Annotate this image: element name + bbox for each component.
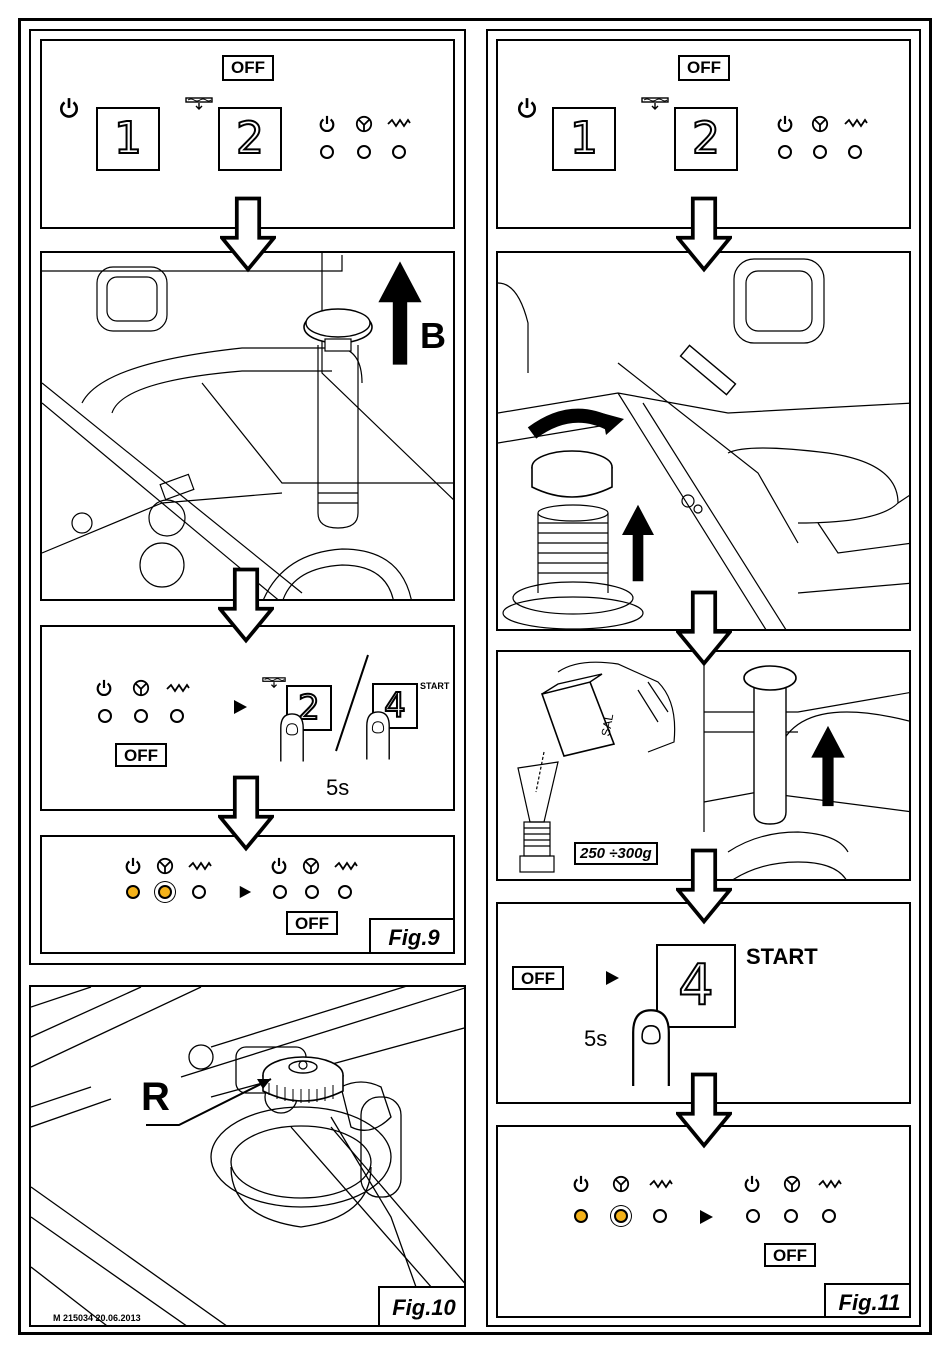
power-icon [516, 97, 538, 119]
led-heat [392, 145, 406, 159]
power-icon [743, 1175, 761, 1193]
arrow-down-icon [676, 1070, 732, 1150]
led-heat [170, 709, 184, 723]
time-label: 5s [326, 775, 349, 801]
led-wash [784, 1209, 798, 1223]
led-power [273, 885, 287, 899]
led-wash [813, 145, 827, 159]
finger-icon [278, 711, 306, 763]
led-heat [848, 145, 862, 159]
led-wash [305, 885, 319, 899]
arrow-down-icon [676, 846, 732, 926]
heat-icon [166, 682, 190, 694]
wash-icon [612, 1175, 630, 1193]
off-label: OFF [678, 55, 730, 81]
led-heat [822, 1209, 836, 1223]
heat-icon [387, 117, 411, 129]
heat-icon [188, 860, 212, 872]
led-wash [134, 709, 148, 723]
power-icon [572, 1175, 590, 1193]
wash-icon [132, 679, 150, 697]
led-wash-blinking [158, 885, 172, 899]
document-reference: M 215034 20.06.2013 [53, 1313, 141, 1323]
fig10-label: Fig.10 [378, 1286, 466, 1327]
arrow-down-icon [676, 588, 732, 668]
key-2: 2 [218, 107, 282, 171]
off-label: OFF [222, 55, 274, 81]
heat-icon [649, 1178, 673, 1190]
power-icon [124, 857, 142, 875]
fig9-panel-filter-removal: B [40, 251, 455, 601]
water-level-icon [641, 97, 669, 111]
off-label: OFF [115, 743, 167, 767]
arrow-up-icon [616, 503, 660, 583]
wash-icon [302, 857, 320, 875]
arrow-down-icon [218, 774, 274, 852]
led-power [320, 145, 334, 159]
water-level-icon [185, 97, 213, 111]
arrow-down-icon [220, 194, 276, 274]
wash-icon [783, 1175, 801, 1193]
heat-icon [334, 860, 358, 872]
marker-b: B [420, 315, 446, 357]
led-power [98, 709, 112, 723]
wash-icon [811, 115, 829, 133]
led-power-on [574, 1209, 588, 1223]
off-label: OFF [764, 1243, 816, 1267]
play-icon [698, 1209, 714, 1225]
wash-icon [156, 857, 174, 875]
finger-icon [628, 1008, 674, 1086]
key-1: 1 [552, 107, 616, 171]
salt-container-illustration [498, 253, 911, 631]
led-heat [338, 885, 352, 899]
marker-r: R [141, 1075, 170, 1120]
fig9-label: Fig.9 [369, 918, 455, 954]
finger-icon [364, 709, 392, 761]
start-label: START [420, 681, 449, 691]
heat-icon [844, 117, 868, 129]
fig11-label: Fig.11 [824, 1283, 911, 1318]
power-icon [58, 97, 80, 119]
play-icon [232, 699, 248, 715]
led-wash-blinking [614, 1209, 628, 1223]
led-power [746, 1209, 760, 1223]
arrow-down-icon [676, 194, 732, 274]
led-power-on [126, 885, 140, 899]
off-label: OFF [286, 911, 338, 935]
off-label: OFF [512, 966, 564, 990]
power-icon [776, 115, 794, 133]
led-power [778, 145, 792, 159]
key-1: 1 [96, 107, 160, 171]
led-wash [357, 145, 371, 159]
key-2: 2 [674, 107, 738, 171]
heat-icon [818, 1178, 842, 1190]
wash-icon [355, 115, 373, 133]
time-label: 5s [584, 1026, 607, 1052]
play-icon [238, 885, 252, 899]
fig10-panel: R M 215034 20.06.2013 Fig.10 [29, 985, 466, 1327]
fig11-panel-result: OFF Fig.11 [496, 1125, 911, 1318]
arrow-up-icon [808, 724, 848, 808]
power-icon [270, 857, 288, 875]
fig11-panel-salt-cap [496, 251, 911, 631]
fig9-panel-result: OFF Fig.9 [40, 835, 455, 954]
led-heat [192, 885, 206, 899]
play-icon [604, 970, 620, 986]
salt-amount: 250 ÷300g [574, 842, 658, 865]
start-label: START [746, 944, 818, 970]
arrow-down-icon [218, 566, 274, 644]
spray-arm-nut-illustration [31, 987, 466, 1327]
power-icon [95, 679, 113, 697]
power-icon [318, 115, 336, 133]
water-level-icon [262, 677, 286, 689]
led-heat [653, 1209, 667, 1223]
